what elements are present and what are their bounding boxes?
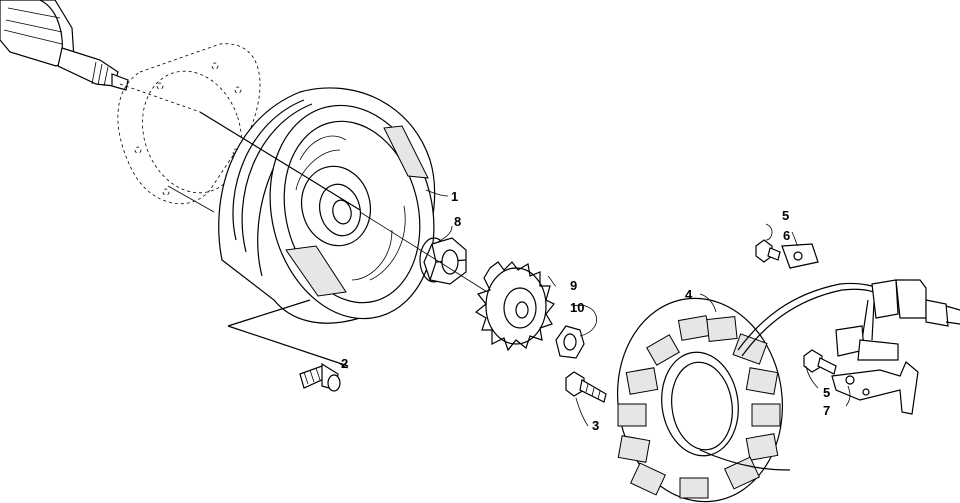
bracket xyxy=(831,325,919,415)
callout-7: 7 xyxy=(823,403,830,418)
crankshaft xyxy=(0,0,201,113)
screw-upper xyxy=(755,239,781,263)
stator-poles xyxy=(617,315,781,499)
stator-bolt xyxy=(565,371,607,403)
screw-lower xyxy=(803,349,837,375)
nut-small xyxy=(555,325,585,359)
callout-3: 3 xyxy=(592,418,599,433)
callout-10: 10 xyxy=(570,300,584,315)
leader-lines xyxy=(339,189,851,427)
gear xyxy=(474,261,555,352)
callout-5-lower: 5 xyxy=(823,385,830,400)
callout-1: 1 xyxy=(451,189,458,204)
wire-harness xyxy=(737,279,960,357)
callout-8: 8 xyxy=(454,214,461,229)
callout-5-upper: 5 xyxy=(782,208,789,223)
mounting-ring xyxy=(117,43,261,205)
stator xyxy=(616,297,791,503)
callout-6: 6 xyxy=(783,228,790,243)
flywheel xyxy=(167,87,436,367)
callout-2: 2 xyxy=(341,356,348,371)
callout-labels: 1 2 3 4 5 6 5 7 8 9 10 xyxy=(341,189,830,433)
nut-large xyxy=(359,211,501,301)
callout-9: 9 xyxy=(570,278,577,293)
flywheel-bolt xyxy=(299,362,341,392)
callout-4: 4 xyxy=(685,287,693,302)
clamp-upper xyxy=(781,243,819,269)
